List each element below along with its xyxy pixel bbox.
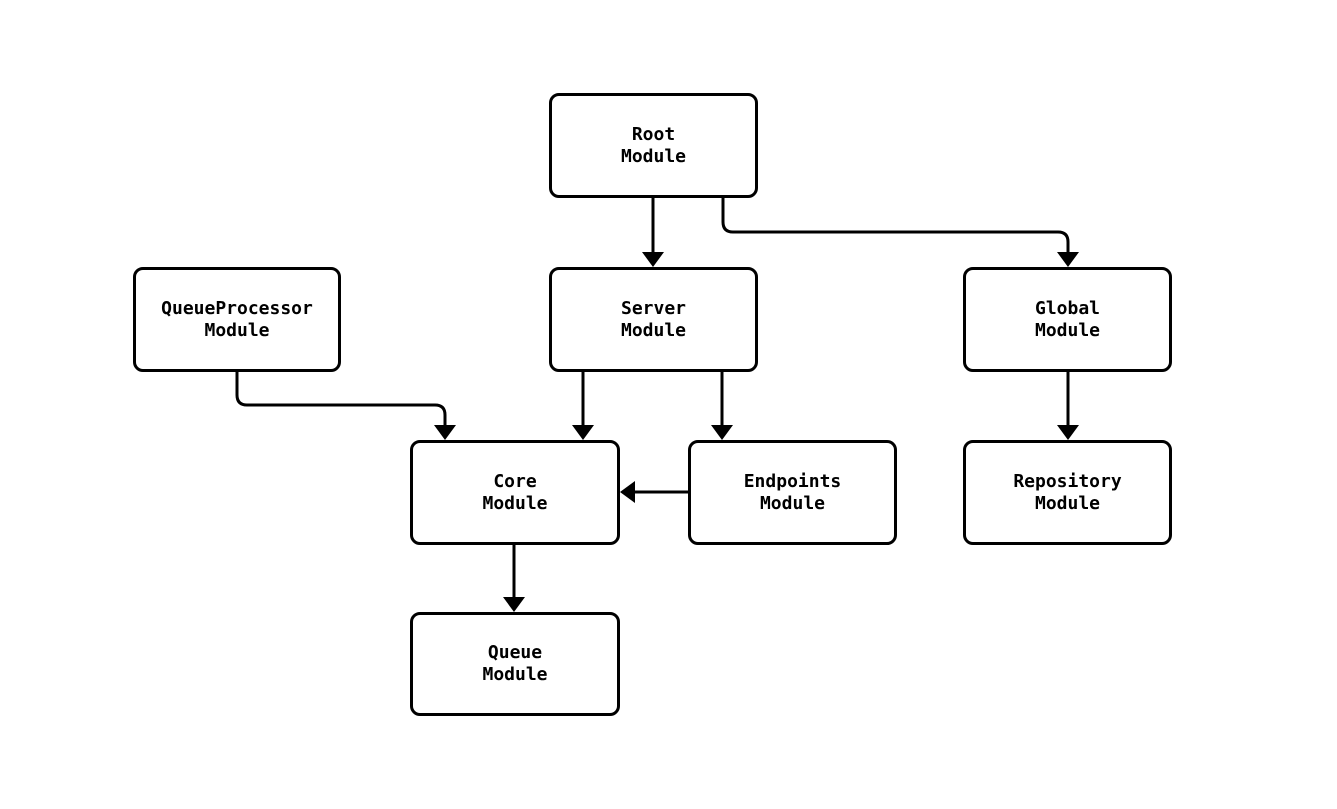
arrowhead-global-repository [1057, 425, 1079, 440]
node-core: Core Module [410, 440, 620, 545]
node-label-queueprocessor: QueueProcessor Module [161, 297, 313, 341]
node-repository: Repository Module [963, 440, 1172, 545]
arrowhead-core-queue [503, 597, 525, 612]
node-queue: Queue Module [410, 612, 620, 716]
edge-root-global [721, 198, 1070, 252]
arrowhead-server-core [572, 425, 594, 440]
node-label-repository: Repository Module [1013, 470, 1122, 514]
arrowhead-root-global [1057, 252, 1079, 267]
arrowhead-queueprocessor-core [434, 425, 456, 440]
node-root: Root Module [549, 93, 758, 198]
node-server: Server Module [549, 267, 758, 372]
arrowhead-endpoints-core [620, 481, 635, 503]
node-label-queue: Queue Module [482, 642, 548, 685]
node-label-global: Global Module [1034, 297, 1101, 341]
node-label-core: Core Module [482, 470, 548, 514]
node-label-root: Root Module [620, 123, 687, 167]
node-label-endpoints: Endpoints Module [743, 470, 842, 514]
arrowhead-root-server [642, 252, 664, 267]
edge-queueprocessor-core [235, 372, 447, 425]
node-queueprocessor: QueueProcessor Module [133, 267, 341, 372]
arrowhead-server-endpoints [711, 425, 733, 440]
node-endpoints: Endpoints Module [688, 440, 897, 545]
node-label-server: Server Module [620, 297, 687, 341]
node-global: Global Module [963, 267, 1172, 372]
